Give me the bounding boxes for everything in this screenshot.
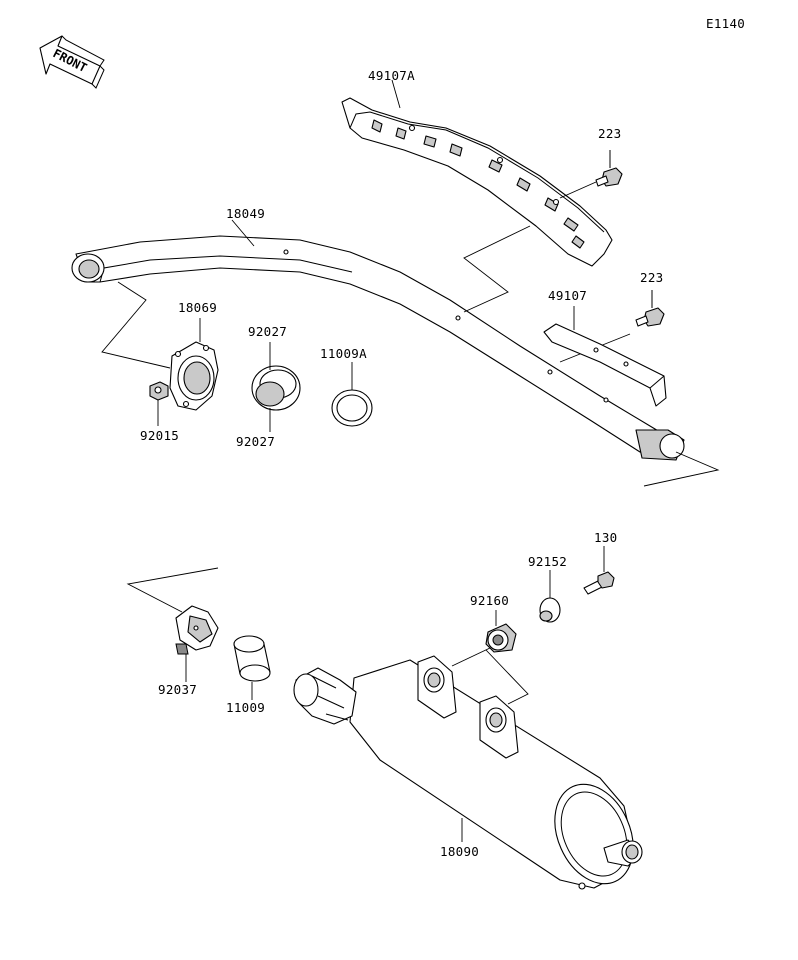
- heat-guard-49107: [543, 323, 667, 407]
- bolt-223-upper-icon: [595, 150, 623, 187]
- diagram-code: E1140: [706, 16, 745, 31]
- label-18069: 18069: [178, 300, 217, 315]
- grommet-92160-icon: [485, 623, 517, 653]
- clamp-92037: [175, 605, 219, 655]
- label-92027-upper: 92027: [248, 324, 287, 339]
- gasket-11009a: [331, 389, 373, 427]
- label-92160: 92160: [470, 593, 509, 608]
- front-arrow-icon: FRONT: [39, 35, 105, 89]
- exhaust-pipe-18049: [71, 235, 685, 461]
- bolt-223-lower-icon: [635, 290, 665, 327]
- label-92037: 92037: [158, 682, 197, 697]
- label-11009: 11009: [226, 700, 265, 715]
- label-92152: 92152: [528, 554, 567, 569]
- label-11009a: 11009A: [320, 346, 367, 361]
- label-49107a: 49107A: [368, 68, 415, 83]
- washer-92152-icon: [539, 597, 561, 623]
- label-92027-lower: 92027: [236, 434, 275, 449]
- label-92015: 92015: [140, 428, 179, 443]
- nut-92015-icon: [149, 381, 169, 401]
- gasket-11009: [233, 635, 271, 682]
- muffler-18090: [293, 655, 643, 890]
- bolt-130-icon: [583, 571, 615, 595]
- label-18090: 18090: [440, 844, 479, 859]
- label-223-lower: 223: [640, 270, 663, 285]
- label-18049: 18049: [226, 206, 265, 221]
- label-49107: 49107: [548, 288, 587, 303]
- label-130: 130: [594, 530, 617, 545]
- flange-18069: [169, 341, 219, 411]
- label-223-upper: 223: [598, 126, 621, 141]
- ring-92027: [251, 365, 301, 411]
- heat-guard-49107a: [341, 97, 613, 267]
